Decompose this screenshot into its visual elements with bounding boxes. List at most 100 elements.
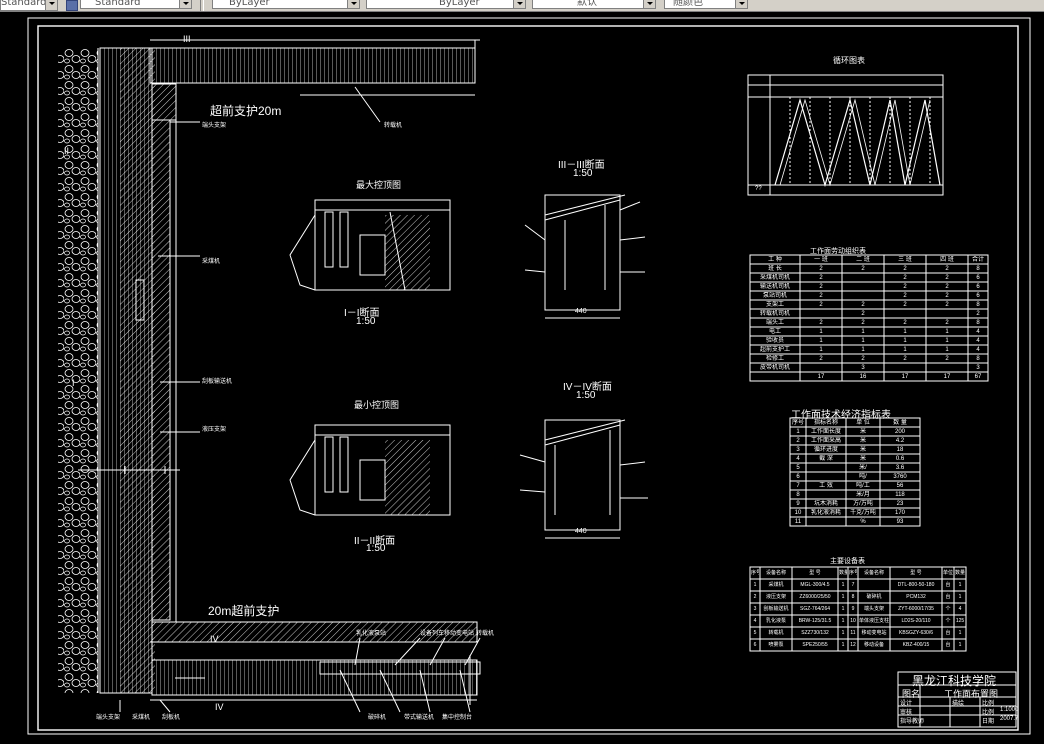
equip-table-cell: 台 <box>945 594 951 600</box>
section-1-title: I－I断面 <box>344 308 380 319</box>
equip-table-cell: 1 <box>958 642 962 648</box>
section-3-dimension: 440 <box>575 308 587 315</box>
org-table-cell: 1 <box>861 338 865 344</box>
org-table-cell: 2 <box>903 356 907 362</box>
title-block-cell: 1:1000 <box>1000 707 1019 713</box>
equip-table-cell: 125 <box>955 618 965 624</box>
title-block <box>897 671 1017 728</box>
callout-crusher: 破碎机 <box>368 715 387 721</box>
section-iii-drawing <box>524 194 646 319</box>
equip-table-cell: BRW-125/31.5 <box>798 618 832 624</box>
equip-table-cell: KBZ-400/15 <box>902 642 930 648</box>
chevron-down-icon <box>643 0 655 8</box>
equip-table-cell: 乳化液泵 <box>765 618 786 624</box>
section-iv-marker-bottom: IV <box>215 702 224 712</box>
school-name: 黑龙江科技学院 <box>912 674 997 688</box>
callout-substation: 移动变电站 <box>444 631 475 637</box>
lineweight-value: 默认 <box>577 0 597 8</box>
org-table-cell: 8 <box>976 320 980 326</box>
tech-table-cell: 3 <box>796 447 800 453</box>
equip-table-cell: 台 <box>945 630 951 636</box>
tech-table-cell: 23 <box>896 501 904 507</box>
org-table-cell: 检修工 <box>765 356 784 362</box>
equip-table-cell: 1 <box>753 582 757 588</box>
tech-table-cell: 10 <box>794 510 802 516</box>
tech-table-cell: 170 <box>894 510 905 516</box>
org-table-cell: 8 <box>976 302 980 308</box>
tech-table-cell: 坑木消耗 <box>813 501 838 507</box>
drawing-canvas[interactable]: III II I IV IV 超前支护20m 20m超前支护 最大控顶图 I－I… <box>0 12 1044 740</box>
equip-table-cell: 5 <box>753 630 757 636</box>
tech-table-cell: 米 <box>859 447 866 453</box>
equip-table-cell: 1 <box>841 582 845 588</box>
callout-scraper-bottom: 刮板机 <box>162 715 181 721</box>
org-table-cell: 1 <box>903 338 907 344</box>
tech-table-cell: 工 效 <box>819 483 833 489</box>
title-block-cell: 2007.7 <box>1000 716 1019 722</box>
tech-table-cell: 6 <box>796 474 800 480</box>
lineweight-select[interactable]: 默认 <box>532 0 656 9</box>
org-table-cell: 2 <box>819 266 823 272</box>
org-table-cell: 端头工 <box>765 320 784 326</box>
equip-table-cell: 转载机 <box>768 630 784 636</box>
equip-table-cell: 3 <box>753 606 757 612</box>
equip-table-cell: 个 <box>945 618 951 624</box>
equip-table-cell: 1 <box>841 594 845 600</box>
org-table-cell: 1 <box>819 329 823 335</box>
tech-table-cell: 4.2 <box>895 438 905 444</box>
tech-table-cell: 7 <box>796 483 800 489</box>
title-block-name-label: 图名 <box>902 689 921 699</box>
tech-table-cell: 93 <box>896 519 904 525</box>
plot-style-select[interactable]: 随颜色 <box>664 0 748 9</box>
equip-table-cell: SZZ730/132 <box>801 630 829 636</box>
org-table-header-cell: 工 种 <box>768 257 782 263</box>
equip-table-cell: KBSGZY-630/6 <box>898 630 933 636</box>
org-table-cell: 67 <box>974 374 982 380</box>
drawing-name: 工作面布置图 <box>944 689 999 699</box>
callout-equipment-train: 设备列车 <box>420 631 445 637</box>
text-style-select[interactable]: Standard <box>0 0 58 11</box>
section-i-marker: I <box>72 378 75 388</box>
tech-table-grid <box>789 417 921 527</box>
cycle-chart-title: 循环图表 <box>833 56 865 65</box>
org-table-grid <box>749 254 989 382</box>
dim-style-select[interactable]: Standard <box>80 0 192 9</box>
org-table-cell: 2 <box>819 293 823 299</box>
tech-table-cell: 米 <box>859 456 866 462</box>
org-table-cell: 6 <box>976 293 980 299</box>
linetype-select[interactable]: ByLayer <box>366 0 526 9</box>
org-table-cell: 17 <box>901 374 909 380</box>
equip-table-cell: 10 <box>850 618 856 624</box>
title-block-cell: 日期 <box>982 719 995 725</box>
equip-table-header-cell: 型 号 <box>910 570 922 576</box>
tech-table-cell: 截 深 <box>819 456 833 462</box>
equip-table-cell: ZYT-6000/17/35 <box>898 606 934 612</box>
chevron-down-icon <box>179 0 191 8</box>
section-1-scale: 1:50 <box>356 316 376 327</box>
equip-table-cell: LD2S-20/110 <box>901 618 931 624</box>
tech-table-cell: 3760 <box>893 474 907 480</box>
equip-table-cell: 12 <box>850 642 856 648</box>
equip-table-cell: 破碎机 <box>866 594 882 600</box>
tech-table-cell: 工作面长度 <box>810 429 841 435</box>
org-table-cell: 3 <box>861 365 865 371</box>
callout-shearer: 采煤机 <box>202 259 221 265</box>
org-table-cell: 2 <box>861 320 865 326</box>
title-block-cell: 比例 <box>982 701 995 707</box>
equip-table-cell: 1 <box>841 618 845 624</box>
layer-select[interactable]: ByLayer <box>212 0 360 9</box>
equip-table-title: 主要设备表 <box>830 558 865 565</box>
org-table-cell: 2 <box>903 266 907 272</box>
equip-table-cell: 4 <box>753 618 757 624</box>
max-roof-title: 最大控顶图 <box>356 180 402 190</box>
equip-table-cell: 1 <box>958 582 962 588</box>
dimension-style-icon[interactable] <box>66 0 78 11</box>
org-table-cell: 4 <box>976 338 980 344</box>
org-table-cell: 2 <box>903 284 907 290</box>
equip-table-cell: DTL-800-50-180 <box>897 582 935 588</box>
sheet-outer-border <box>27 17 1031 735</box>
equip-table-cell: SGZ-764/264 <box>799 606 831 612</box>
tech-table-cell: % <box>860 519 866 525</box>
equip-table-header-cell: 序号 <box>751 570 759 576</box>
callout-emulsion-pump: 乳化液泵站 <box>356 631 387 637</box>
